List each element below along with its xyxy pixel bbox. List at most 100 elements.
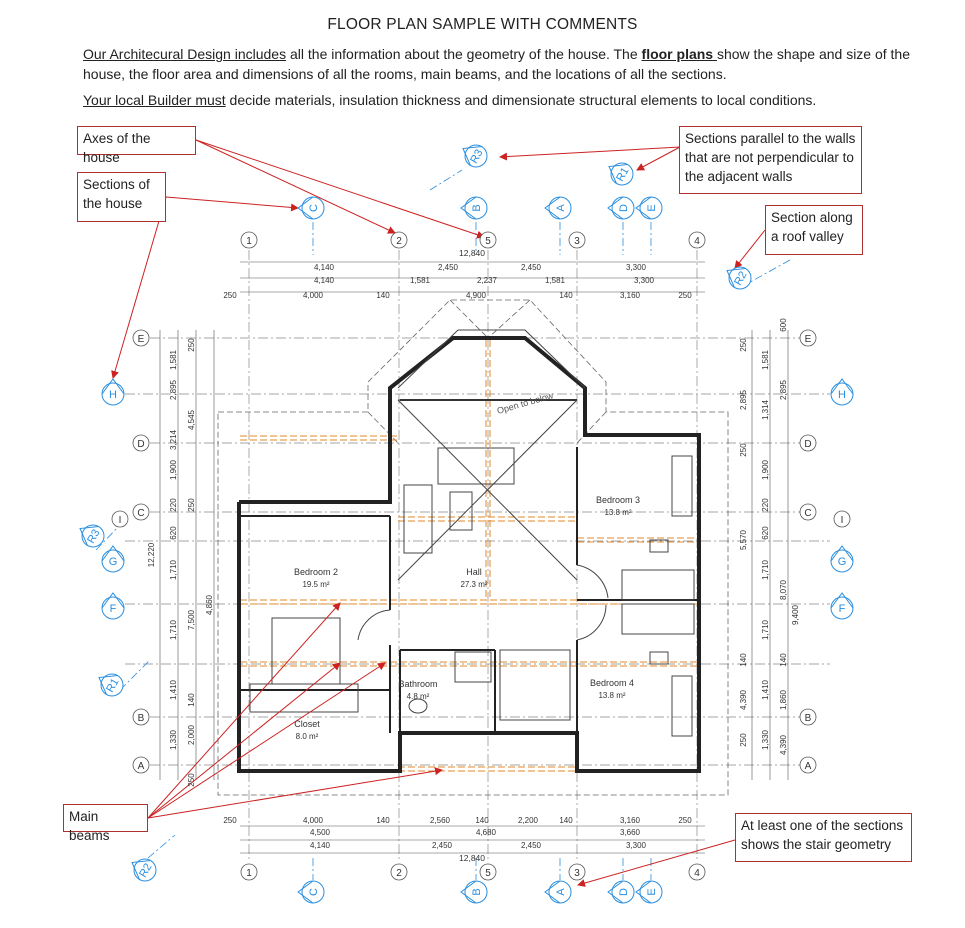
section-marker-bottom-arrow xyxy=(635,880,652,904)
dim-bottom-row1: 250 xyxy=(678,816,692,825)
section-marker-bottom-label: A xyxy=(555,888,567,896)
dim-top-row3: 4,000 xyxy=(303,291,324,300)
dim-overall-left: 12,220 xyxy=(147,542,156,567)
dim-bottom-row1: 4,000 xyxy=(303,816,324,825)
dim-left-col3: 4,860 xyxy=(205,594,214,615)
dimension-lines xyxy=(159,261,789,854)
callout-axes: Axes of the house xyxy=(77,126,196,165)
axis-number-label: 4 xyxy=(694,868,700,879)
section-marker-left-label: F xyxy=(110,603,117,615)
section-marker-bottom-arrow xyxy=(460,880,477,904)
room-area: 13.8 m² xyxy=(604,508,631,517)
dim-top-row2: 1,581 xyxy=(410,276,431,285)
axis-letter-label: C xyxy=(804,508,811,519)
room-name: Closet xyxy=(294,719,320,729)
section-marker-rotated-arrow xyxy=(462,145,482,166)
dim-top-row3: 250 xyxy=(678,291,692,300)
section-marker-right-arrow xyxy=(830,378,854,395)
dim-overall-top: 12,840 xyxy=(459,248,485,258)
dim-left-col2: 140 xyxy=(187,693,196,707)
dim-bottom-row1: 140 xyxy=(376,816,390,825)
section-marker-left-arrow xyxy=(101,545,125,562)
dim-left-col2: 4,545 xyxy=(187,409,196,430)
dim-bottom-row3: 2,450 xyxy=(521,841,542,850)
callout-roof-valley: Section along a roof valley xyxy=(765,205,863,255)
axis-letter-label: A xyxy=(805,761,812,772)
dim-top-row1: 4,140 xyxy=(314,263,335,272)
dim-left-col2: 250 xyxy=(187,338,196,352)
section-marker-top-label: C xyxy=(308,204,320,212)
dim-right-col3: 600 xyxy=(779,318,788,332)
axis-number-label: 3 xyxy=(574,868,580,879)
dim-left-col2: 7,500 xyxy=(187,609,196,630)
axis-number-marker xyxy=(568,231,586,249)
dim-overall-right: 9,400 xyxy=(791,604,800,625)
axis-number-marker xyxy=(390,231,408,249)
section-marker-bottom-label: D xyxy=(618,888,630,896)
dim-right-col3: 2,895 xyxy=(779,379,788,400)
axis-letter-label: B xyxy=(805,713,812,724)
axis-letter-label: A xyxy=(138,761,145,772)
floor-plans-emphasis: floor plans xyxy=(641,46,717,62)
dim-top-row3: 140 xyxy=(559,291,573,300)
exterior-walls xyxy=(237,336,701,773)
section-marker-rotated-arrow xyxy=(98,674,118,695)
dim-right-col1: 140 xyxy=(739,653,748,667)
dim-bottom-row2: 4,680 xyxy=(476,828,497,837)
dim-right-col1: 250 xyxy=(739,733,748,747)
dim-left-col1: 1,410 xyxy=(169,679,178,700)
section-marker-top-arrow xyxy=(635,196,652,220)
axis-letter-marker xyxy=(132,503,150,521)
dim-left-col1: 1,710 xyxy=(169,559,178,580)
section-marker-top-label: A xyxy=(555,204,567,212)
dim-bottom-row2: 3,660 xyxy=(620,828,641,837)
dim-right-col2: 1,314 xyxy=(761,399,770,420)
section-marker-top-arrow xyxy=(460,196,477,220)
section-marker-rotated xyxy=(728,266,752,290)
axis-number-label: 2 xyxy=(396,868,402,879)
axis-letter-label: I xyxy=(119,515,122,526)
room-name: Hall xyxy=(466,567,482,577)
section-lines xyxy=(95,169,791,880)
dim-left-col1: 220 xyxy=(169,498,178,512)
builder-text: decide materials, insulation thickness a… xyxy=(225,92,817,108)
section-marker-top-arrow xyxy=(607,196,624,220)
dim-right-col1: 2,895 xyxy=(739,389,748,410)
bay-void xyxy=(397,329,586,581)
axis-number-marker xyxy=(240,231,258,249)
main-beams xyxy=(240,340,697,772)
dim-top-row1: 3,300 xyxy=(626,263,647,272)
dim-bottom-row1: 140 xyxy=(475,816,489,825)
axis-letter-marker xyxy=(833,510,851,528)
dim-left-col1: 1,710 xyxy=(169,619,178,640)
section-marker-rotated xyxy=(464,144,488,168)
dim-bottom-row2: 4,500 xyxy=(310,828,331,837)
axis-letter-marker xyxy=(132,434,150,452)
dim-right-col1: 5,570 xyxy=(739,529,748,550)
section-marker-bottom-arrow xyxy=(607,880,624,904)
dim-right-col2: 1,410 xyxy=(761,679,770,700)
room-name: Bedroom 3 xyxy=(596,495,640,505)
axis-number-label: 1 xyxy=(246,236,252,247)
room-name: Bathroom xyxy=(398,679,437,689)
axis-number-marker xyxy=(688,863,706,881)
dim-top-row2: 4,140 xyxy=(314,276,335,285)
axis-letter-marker xyxy=(799,756,817,774)
section-marker-rotated xyxy=(81,524,105,548)
section-marker-rotated-arrow xyxy=(131,859,151,880)
dim-top-row2: 3,300 xyxy=(634,276,655,285)
axis-grid xyxy=(125,250,830,862)
axis-letter-label: D xyxy=(137,439,144,450)
axis-letter-label: B xyxy=(138,713,145,724)
dim-right-col3: 8,070 xyxy=(779,579,788,600)
dim-left-col1: 1,900 xyxy=(169,459,178,480)
section-marker-right-arrow xyxy=(830,592,854,609)
builder-paragraph: Your local Builder must decide materials… xyxy=(83,90,923,110)
dim-right-col1: 250 xyxy=(739,338,748,352)
dim-top-row1: 2,450 xyxy=(438,263,459,272)
dim-left-col2: 250 xyxy=(187,773,196,787)
callout-main-beams: Main beams xyxy=(63,804,148,843)
dim-bottom-row3: 2,450 xyxy=(432,841,453,850)
section-marker-rotated-arrow xyxy=(726,267,746,288)
